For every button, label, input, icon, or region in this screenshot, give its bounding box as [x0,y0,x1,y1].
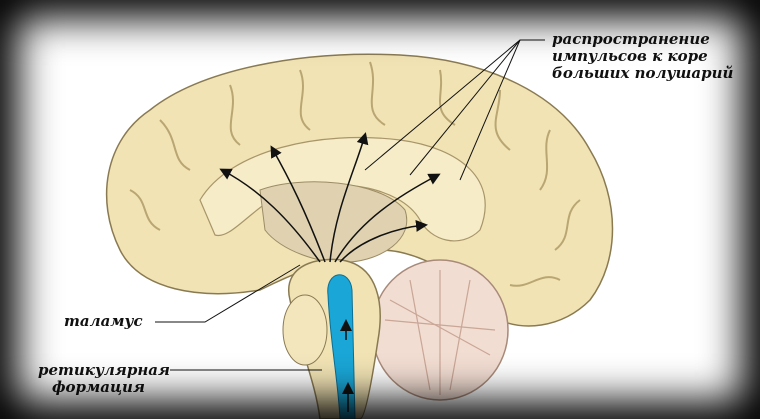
label-projection: распространение импульсов к коре больших… [552,31,733,82]
label-reticular: ретикулярная формация [38,362,170,396]
label-thalamus: таламус [64,312,143,330]
label-line: импульсов к коре [552,47,708,65]
label-line: распространение [552,30,710,48]
thalamus-region [259,181,408,263]
projection-arrows [219,132,441,263]
label-line: формация [52,378,145,396]
label-line: больших полушарий [552,64,734,82]
label-line: ретикулярная [38,361,170,379]
gyri [129,61,581,287]
